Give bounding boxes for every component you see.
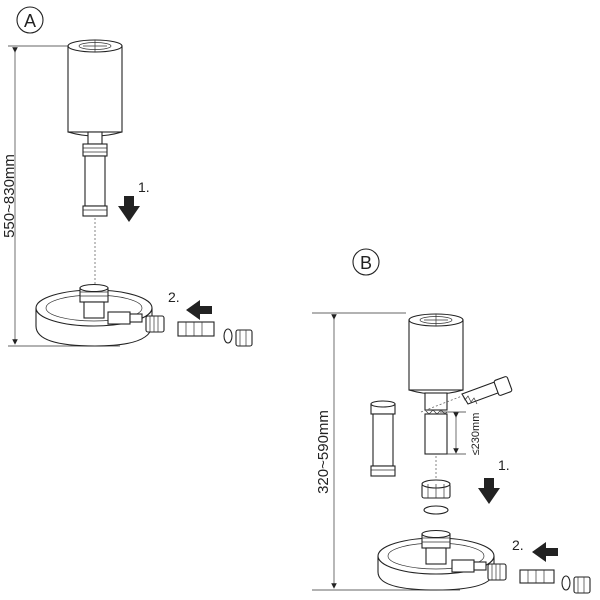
panel-a-left-arrow-icon [186,300,212,320]
panel-a-inlet-parts [129,313,253,347]
panel-b-base [377,529,495,591]
panel-b-badge: B [352,248,380,276]
panel-a-upper-tube [82,131,108,157]
panel-b-cut-dimension: ≤230mm [440,411,482,456]
panel-b-fountain-head [408,313,464,395]
panel-b-cut-limit-label: ≤230mm [470,413,482,456]
panel-a-base [35,283,153,347]
panel-a-extension-tube [82,155,108,217]
panel-b-step-1-label: 1. [498,457,510,473]
panel-b-left-arrow-icon [532,542,558,562]
panel-b: B 320~590mm [312,248,591,594]
panel-a-step-1-label: 1. [138,179,150,195]
panel-b-inlet-parts [473,561,591,594]
panel-a-down-arrow-icon [118,196,140,222]
saw-icon [420,376,513,413]
panel-a-step-2-label: 2. [168,289,180,305]
panel-b-step-2-label: 2. [512,537,524,553]
panel-b-height-label: 320~590mm [315,410,332,494]
panel-a-badge: A [16,6,44,34]
panel-b-cut-tube [424,392,448,455]
panel-b-down-arrow-icon [478,478,500,504]
panel-a-label: A [24,11,36,31]
panel-a-height-label: 550~830mm [1,154,18,238]
panel-b-removed-tube [370,400,396,477]
panel-b-nut [421,479,451,515]
panel-a-fountain-head [67,39,123,137]
panel-b-label: B [360,253,372,273]
panel-b-dimension: 320~590mm [312,312,460,591]
panel-a: A 550~830mm [1,6,253,347]
